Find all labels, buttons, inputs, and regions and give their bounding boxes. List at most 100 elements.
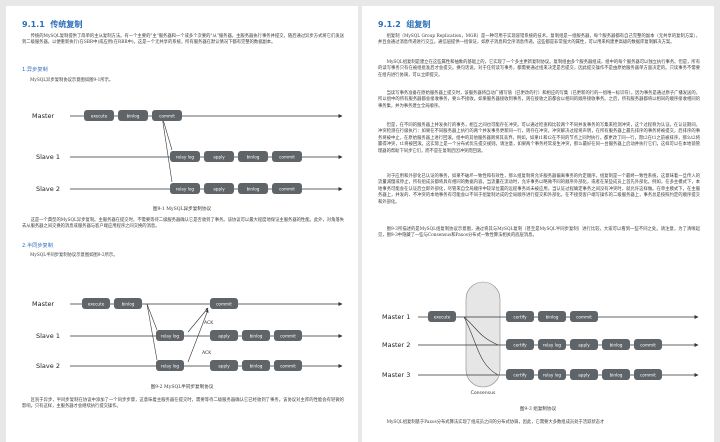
svg-text:commit: commit: [640, 373, 656, 378]
svg-text:binlog: binlog: [610, 373, 623, 378]
label-master: Master: [32, 112, 55, 120]
svg-text:binlog: binlog: [250, 334, 263, 339]
ss-slave1-commit-box: commit: [274, 330, 302, 341]
svg-text:binlog: binlog: [122, 302, 135, 307]
svg-text:certify: certify: [513, 373, 527, 378]
replication-arrow-2: [161, 115, 173, 183]
slave2-commit-box: commit: [272, 183, 302, 194]
svg-text:certify: certify: [513, 315, 527, 320]
ss-master-binlog-box: binlog: [114, 298, 142, 309]
svg-text:commit: commit: [279, 155, 295, 160]
m2-relay-log-box: relay log: [538, 339, 566, 350]
semisync-replication-diagram: Master Slave 1 Slave 2 ACK ACK execute b…: [32, 298, 343, 371]
figure-9-3-caption: 图9-3 组复制协议: [519, 407, 557, 412]
traditional-intro: 传统的MySQL复制提供了简单的主从复制方法。有一个主要的"主"服务器和一个或多…: [22, 34, 344, 46]
ss-master-commit-box: commit: [210, 298, 238, 309]
mgr-paragraph-2: MySQL组复制是建立在这些属性和抽象的基础上的，它实现了一个多主更新复制协议。…: [378, 60, 700, 78]
label-master1: Master 1: [382, 313, 410, 321]
svg-text:apply: apply: [218, 364, 230, 369]
svg-text:commit: commit: [280, 364, 296, 369]
svg-text:apply: apply: [213, 187, 225, 192]
svg-text:apply: apply: [213, 155, 225, 160]
svg-text:apply: apply: [578, 343, 590, 348]
label-slave1-2: Slave 1: [36, 332, 60, 340]
master-execute-box: execute: [84, 110, 114, 121]
slave2-relay-log-box: relay log: [170, 183, 200, 194]
mgr-paragraph-6: 图9-3所描述的是MySQL组复制协议示意图，通过将其与MySQL复制（甚至是M…: [378, 227, 700, 239]
ack-arrow-1: [187, 307, 209, 333]
m1-binlog-box: binlog: [538, 311, 566, 322]
mgr-footer-paragraph: MySQL组复制基于Paxos分布式算法实现了组成员之间的分布式协调，因此，它需…: [386, 420, 605, 425]
svg-text:execute: execute: [91, 114, 108, 119]
svg-text:relay log: relay log: [161, 334, 179, 339]
master-binlog-box: binlog: [118, 110, 148, 121]
ack-arrow-2: [187, 309, 209, 363]
replication-arrow-1: [161, 115, 173, 151]
left-page: 9.1.1 传统复制 传统的MySQL复制提供了简单的主从复制方法。有一个主要的…: [6, 6, 358, 442]
semisync-intro: MySQL半同步复制协议示意图如图9-2所示。: [30, 253, 118, 258]
ss-slave1-binlog-box: binlog: [242, 330, 270, 341]
svg-text:binlog: binlog: [546, 315, 559, 320]
async-replication-diagram: Master Slave 1 Slave 2 execute binlog co…: [32, 110, 343, 194]
ss-slave2-binlog-box: binlog: [242, 360, 270, 371]
mgr-paragraph-1: 组复制（MySQL Group Replication，MGR）是一种可用于实现…: [378, 34, 700, 46]
consensus-path-2: [463, 316, 499, 376]
ss-master-execute-box: execute: [82, 298, 110, 309]
ss-slave1-relay-log-box: relay log: [156, 330, 184, 341]
section-heading-912: 9.1.2 组复制: [378, 20, 431, 29]
svg-text:commit: commit: [280, 334, 296, 339]
svg-text:relay log: relay log: [176, 155, 194, 160]
async-intro: MySQL异步复制协议示意图如图9-1所示。: [30, 78, 114, 83]
section-heading-911: 9.1.1 传统复制: [22, 20, 83, 29]
svg-text:binlog: binlog: [247, 187, 260, 192]
consensus-region: [465, 281, 501, 388]
svg-text:relay log: relay log: [161, 364, 179, 369]
svg-text:binlog: binlog: [127, 114, 140, 119]
ss-slave2-apply-box: apply: [210, 360, 238, 371]
slave1-apply-box: apply: [204, 151, 234, 162]
slave1-relay-log-box: relay log: [170, 151, 200, 162]
slave2-binlog-box: binlog: [238, 183, 268, 194]
semisync-heading: 2.半同步复制: [22, 243, 53, 249]
m3-apply-box: apply: [570, 369, 598, 380]
m1-certify-box: certify: [506, 311, 534, 322]
figure-9-1-caption: 图9-1 MySQL异步复制协议: [152, 207, 212, 212]
ss-slave2-commit-box: commit: [274, 360, 302, 371]
svg-text:commit: commit: [216, 302, 232, 307]
svg-text:binlog: binlog: [247, 155, 260, 160]
svg-text:execute: execute: [88, 302, 105, 307]
figure-9-2-caption: 图9-2 MySQL半同步复制协议: [150, 385, 214, 390]
m2-apply-box: apply: [570, 339, 598, 350]
ack-label-1: ACK: [204, 320, 214, 326]
consensus-label: Consensus: [471, 390, 496, 396]
m3-relay-log-box: relay log: [538, 369, 566, 380]
label-slave2: Slave 2: [36, 185, 60, 193]
svg-text:binlog: binlog: [250, 364, 263, 369]
m2-binlog-box: binlog: [602, 339, 630, 350]
master-commit-box: commit: [152, 110, 182, 121]
svg-text:commit: commit: [640, 343, 656, 348]
svg-text:commit: commit: [159, 114, 175, 119]
svg-text:relay log: relay log: [543, 343, 561, 348]
label-master-2: Master: [32, 300, 55, 308]
slave1-commit-box: commit: [272, 151, 302, 162]
mgr-paragraph-5: 对于应用和外部化已认证的事务，如果不破坏一致性和有效性，那么组复制将允许服务器偏…: [378, 174, 700, 205]
m3-binlog-box: binlog: [602, 369, 630, 380]
semisync-send-1: [146, 303, 158, 331]
svg-text:apply: apply: [578, 373, 590, 378]
svg-text:certify: certify: [513, 343, 527, 348]
m1-execute-box: execute: [428, 311, 456, 322]
svg-text:commit: commit: [279, 187, 295, 192]
label-slave2-2: Slave 2: [36, 362, 60, 370]
group-replication-diagram: Master 1 Master 2 Master 3 Consensus exe…: [382, 281, 699, 396]
consensus-path-1: [463, 316, 499, 346]
label-master3: Master 3: [382, 371, 410, 379]
label-slave1: Slave 1: [36, 153, 60, 161]
m3-commit-box: commit: [634, 369, 662, 380]
m2-commit-box: commit: [634, 339, 662, 350]
ss-slave1-apply-box: apply: [210, 330, 238, 341]
svg-text:relay log: relay log: [176, 187, 194, 192]
right-page: 9.1.2 组复制 组复制（MySQL Group Replication，MG…: [362, 6, 714, 442]
svg-text:apply: apply: [218, 334, 230, 339]
m2-certify-box: certify: [506, 339, 534, 350]
